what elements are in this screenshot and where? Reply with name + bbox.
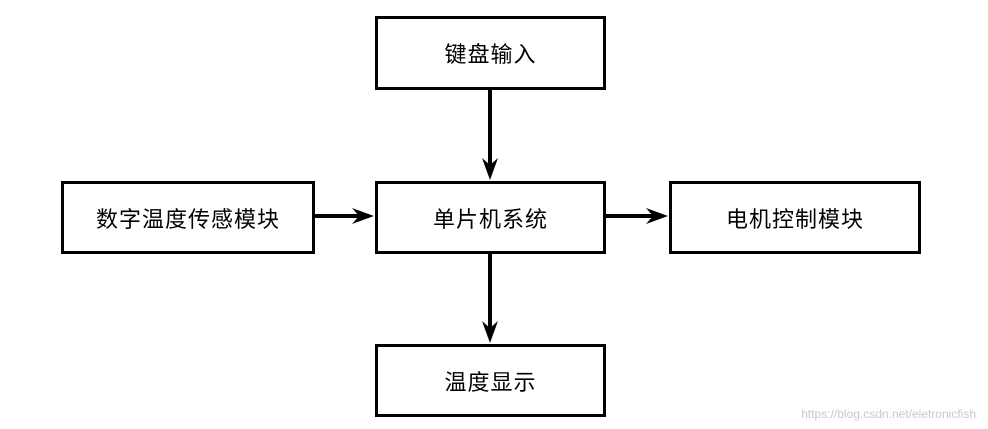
- node-temperature-display: 温度显示: [375, 344, 606, 417]
- watermark: https://blog.csdn.net/eletronicfish: [801, 407, 976, 421]
- node-keyboard-input: 键盘输入: [375, 16, 606, 90]
- arrow-mcu-to-motor: [606, 208, 668, 224]
- node-motor-control-label: 电机控制模块: [725, 207, 864, 233]
- node-temperature-display-label: 温度显示: [444, 370, 537, 396]
- node-keyboard-input-label: 键盘输入: [444, 43, 537, 68]
- arrow-keyboard-to-mcu: [482, 90, 498, 180]
- node-mcu-system: 单片机系统: [375, 181, 606, 254]
- arrow-mcu-to-display: [482, 254, 498, 343]
- node-temperature-sensor: 数字温度传感模块: [61, 181, 315, 254]
- node-mcu-system-label: 单片机系统: [432, 207, 548, 233]
- node-temperature-sensor-label: 数字温度传感模块: [95, 207, 280, 233]
- arrow-sensor-to-mcu: [315, 208, 374, 224]
- node-motor-control: 电机控制模块: [669, 181, 921, 254]
